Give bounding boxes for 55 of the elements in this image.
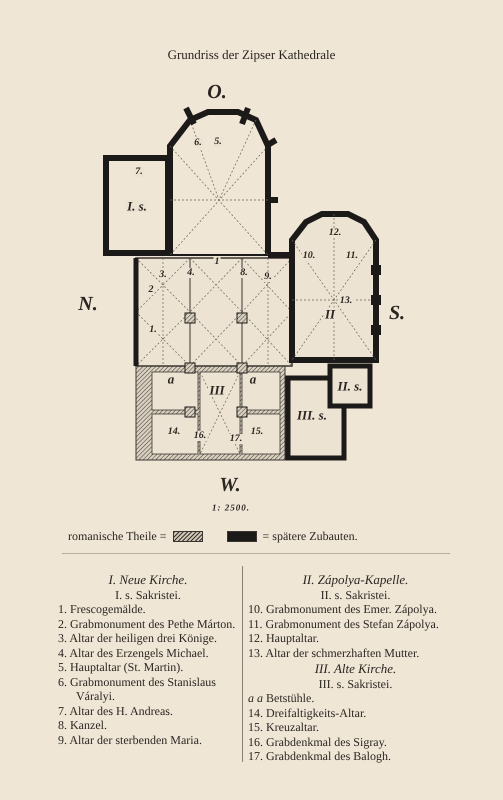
legend-entry: 4. Altar des Erzengels Michael. — [58, 646, 210, 660]
room-label: II — [324, 308, 336, 320]
callout-number: 1. — [148, 325, 158, 335]
callout-number: 11. — [345, 251, 359, 261]
compass-label: S. — [388, 303, 406, 323]
legend-entry: 11. Grabmonument des Stefan Zápolya. — [248, 616, 440, 631]
room-label: III. s. — [296, 408, 328, 422]
callout-number: 10. — [302, 251, 316, 261]
section-subheading: III. s. Sakristei. — [318, 676, 394, 691]
legend-entry: 5. Hauptaltar (St. Martin). — [58, 660, 184, 674]
legend-entry: 17. Grabdenkmal des Balogh. — [248, 749, 392, 764]
legend-entry: 8. Kanzel. — [58, 718, 108, 732]
legend-entry: 12. Hauptaltar. — [248, 631, 320, 646]
section-heading: III. Alte Kirche. — [314, 662, 398, 676]
legend-text: = spätere Zubauten. — [262, 529, 358, 544]
section-heading: I. Neue Kirche. — [108, 573, 188, 588]
section-subheading: I. s. Sakristei. — [114, 588, 182, 602]
legend-entry: 9. Altar der sterbenden Maria. — [58, 732, 203, 747]
callout-number: 14. — [166, 427, 182, 437]
title: Grundriss der Zipser Kathedrale — [166, 47, 336, 63]
legend-entry: 2. Grabmonument des Pethe Márton. — [58, 616, 236, 631]
callout-number: 15. — [250, 427, 264, 437]
room-label: I. s. — [126, 200, 148, 212]
room-label: III — [208, 384, 226, 396]
compass-label: N. — [77, 294, 99, 314]
room-label: II. s. — [336, 380, 364, 392]
legend-entry: 7. Altar des H. Andreas. — [58, 704, 174, 718]
callout-number: 9. — [263, 272, 273, 282]
legend-entry: 14. Dreifaltigkeits-Altar. — [248, 706, 368, 720]
callout-number: 16. — [192, 431, 208, 441]
callout-number: 17. — [228, 434, 244, 444]
callout-number: 1 — [214, 257, 220, 267]
callout-number: 4. — [186, 268, 196, 278]
legend-text: romanische Theile = — [68, 529, 167, 544]
section-subheading: II. s. Sakristei. — [320, 588, 392, 602]
callout-number: 12. — [328, 228, 342, 238]
compass-label: O. — [206, 82, 228, 102]
compass-label: W. — [218, 475, 242, 495]
legend-entry: 3. Altar der heiligen drei Könige. — [58, 631, 218, 646]
section-heading: II. Zápolya-Kapelle. — [302, 573, 410, 588]
legend-entry: 16. Grabdenkmal des Sigray. — [248, 734, 388, 749]
callout-number: 3. — [158, 270, 168, 280]
callout-number: 2 — [148, 285, 154, 295]
callout-number: 7. — [134, 167, 144, 177]
legend-entry: 10. Grabmonument des Emer. Zápolya. — [248, 602, 438, 616]
legend-entry: 1. Frescogemälde. — [58, 602, 147, 616]
callout-number: 8. — [239, 268, 249, 278]
legend-entry: a a Betstühle. — [248, 691, 316, 706]
callout-number: 13. — [338, 296, 354, 306]
legend-entry: 15. Kreuzaltar. — [248, 720, 320, 734]
legend-entry: 6. Grabmonument des Stanislaus Váralyi. — [58, 674, 217, 704]
callout-number: 6. — [193, 138, 203, 148]
legend-entry: 13. Altar der schmerzhaften Mutter. — [248, 646, 420, 660]
callout-number: 5. — [213, 137, 223, 147]
scale-label: 1: 2500. — [211, 504, 251, 512]
